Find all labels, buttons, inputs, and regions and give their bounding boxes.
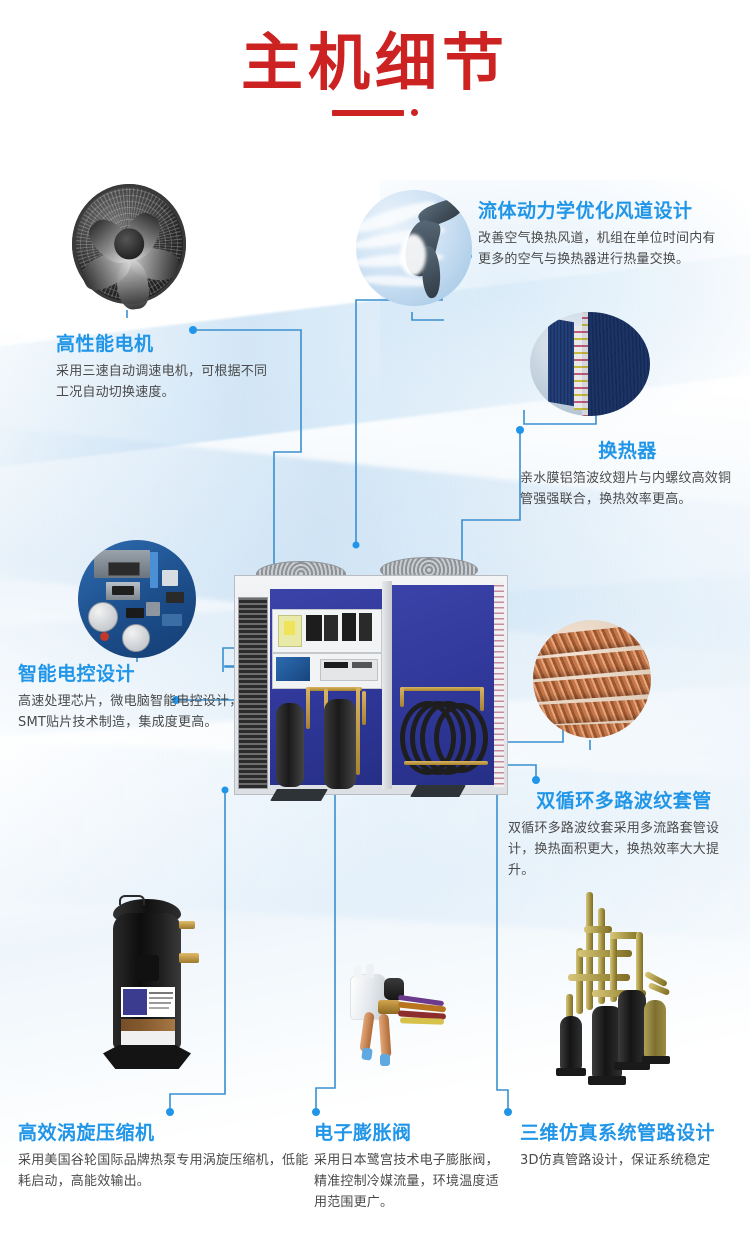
heat-exchanger-circle-photo: [530, 312, 650, 416]
callout-body-compressor: 采用美国谷轮国际品牌热泵专用涡旋压缩机，低能耗启动，高能效输出。: [18, 1152, 309, 1189]
callout-title-motor: 高性能电机: [56, 333, 154, 355]
callout-expansion-valve: 电子膨胀阀 采用日本鹭宫技术电子膨胀阀，精准控制冷媒流量，环境温度适用范围更广。: [314, 1122, 500, 1213]
piping-system-photo: [548, 890, 728, 1090]
callout-title-expansion-valve: 电子膨胀阀: [314, 1122, 412, 1144]
callout-body-expansion-valve: 采用日本鹭宫技术电子膨胀阀，精准控制冷媒流量，环境温度适用范围更广。: [314, 1152, 499, 1210]
callout-fluid-dynamics: 流体动力学优化风道设计 改善空气换热风道，机组在单位时间内有更多的空气与换热器进…: [478, 200, 728, 270]
callout-title-smart-control: 智能电控设计: [18, 663, 136, 685]
callout-body-fluid-dynamics: 改善空气换热风道，机组在单位时间内有更多的空气与换热器进行热量交换。: [478, 230, 716, 267]
airflow-circle-photo: [356, 190, 472, 306]
callout-high-performance-motor: 高性能电机 采用三速自动调速电机，可根据不同工况自动切换速度。: [56, 333, 271, 403]
callout-title-compressor: 高效涡旋压缩机: [18, 1122, 155, 1144]
callout-title-3d-piping: 三维仿真系统管路设计: [520, 1122, 716, 1144]
expansion-valve-photo: [340, 960, 460, 1070]
callout-scroll-compressor: 高效涡旋压缩机 采用美国谷轮国际品牌热泵专用涡旋压缩机，低能耗启动，高能效输出。: [18, 1122, 318, 1192]
copper-coil-circle-photo: [533, 620, 651, 738]
title-rule-dot: [411, 109, 418, 117]
callout-body-dual-loop: 双循环多路波纹套采用多流路套管设计，换热面积更大，换热效率大大提升。: [508, 820, 720, 878]
title-rule: [0, 109, 750, 117]
callout-title-dual-loop: 双循环多路波纹套管: [536, 790, 712, 812]
callout-3d-piping: 三维仿真系统管路设计 3D仿真管路设计，保证系统稳定: [520, 1122, 740, 1171]
title-rule-bar: [332, 109, 404, 116]
callout-body-motor: 采用三速自动调速电机，可根据不同工况自动切换速度。: [56, 363, 268, 400]
callout-body-smart-control: 高速处理芯片，微电脑智能电控设计，SMT贴片技术制造，集成度更高。: [18, 693, 243, 730]
axial-fan-photo: [70, 180, 190, 312]
callout-title-fluid-dynamics: 流体动力学优化风道设计: [478, 200, 693, 222]
page-title: 主机细节: [240, 26, 509, 99]
callout-dual-loop-tube: 双循环多路波纹套管 双循环多路波纹套采用多流路套管设计，换热面积更大，换热效率大…: [508, 790, 740, 881]
main-unit-photo: [228, 545, 528, 815]
pcb-circle-photo: [78, 540, 196, 658]
callout-heat-exchanger: 换热器 亲水膜铝箔波纹翅片与内螺纹高效铜管强强联合，换热效率更高。: [520, 440, 735, 510]
page-header: 主机细节: [0, 26, 750, 117]
callout-body-3d-piping: 3D仿真管路设计，保证系统稳定: [520, 1152, 711, 1168]
callout-title-heat-exchanger: 换热器: [598, 440, 657, 462]
callout-body-heat-exchanger: 亲水膜铝箔波纹翅片与内螺纹高效铜管强强联合，换热效率更高。: [520, 470, 732, 507]
scroll-compressor-photo: [95, 895, 205, 1080]
callout-smart-control: 智能电控设计 高速处理芯片，微电脑智能电控设计，SMT贴片技术制造，集成度更高。: [18, 663, 248, 733]
